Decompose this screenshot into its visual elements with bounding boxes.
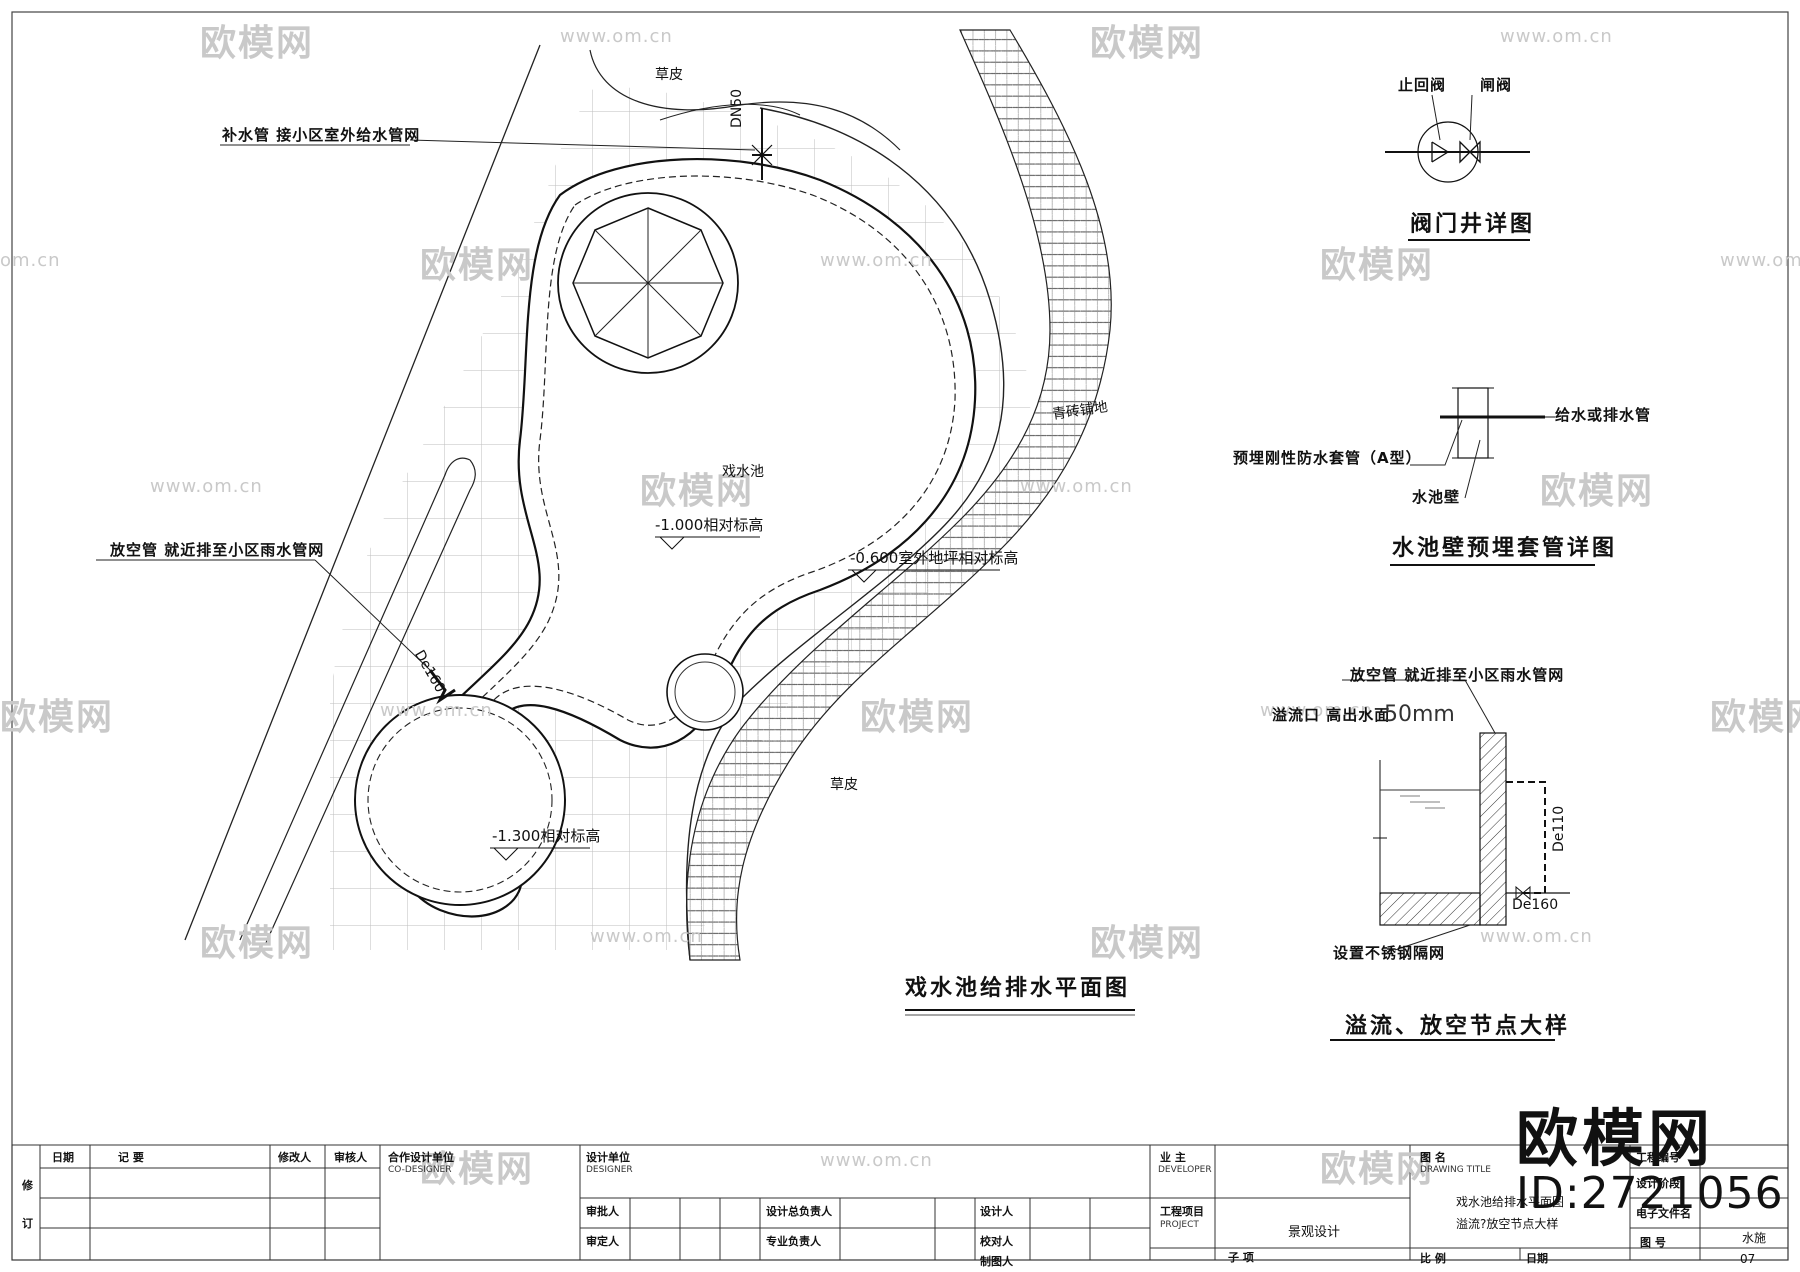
tb-discipline-lead: 专业负责人 <box>766 1235 821 1248</box>
tb-record: 记 要 <box>118 1151 144 1164</box>
de110-label: De110 <box>1551 805 1567 852</box>
tb-sheet-no: 07 <box>1740 1252 1756 1266</box>
elevation-label: -1.300相对标高 <box>492 827 601 845</box>
tb-date: 日期 <box>52 1151 74 1164</box>
drain-pipe-label: 放空管 就近排至小区雨水管网 <box>110 541 325 559</box>
pool-label: 戏水池 <box>722 464 764 480</box>
tb-designer-en: DESIGNER <box>586 1165 633 1175</box>
tb-scale: 比 例 <box>1420 1252 1446 1265</box>
tb-drawing-title-en: DRAWING TITLE <box>1420 1165 1491 1175</box>
makeup-pipe-label: 补水管 接小区室外给水管网 <box>222 126 421 144</box>
pipe-label: 给水或排水管 <box>1555 406 1652 424</box>
wall-label: 水池壁 <box>1412 488 1461 506</box>
overflow-detail-title: 溢流、放空节点大样 <box>1345 1014 1571 1039</box>
valve-well-detail <box>1385 94 1530 241</box>
tb-approver: 审批人 <box>586 1205 619 1218</box>
de160-label: De160 <box>1512 897 1559 913</box>
check-valve-label: 止回阀 <box>1398 76 1447 94</box>
tb-checked-by: 校对人 <box>980 1235 1013 1248</box>
tb-certifier: 审定人 <box>586 1235 619 1248</box>
dn50-label: DN50 <box>729 88 745 128</box>
overflow-drain-label: 放空管 就近排至小区雨水管网 <box>1350 666 1565 684</box>
tb-project: 工程项目 <box>1160 1205 1204 1218</box>
tb-owner: 业 主 <box>1160 1151 1186 1164</box>
overflow-detail <box>1330 679 1570 1041</box>
tb-reviewer: 审核人 <box>334 1151 367 1164</box>
revision-label: 订 <box>22 1217 33 1230</box>
revision-label: 修 <box>22 1179 33 1192</box>
tb-project-no: 工程编号 <box>1636 1151 1680 1164</box>
elevation-label: -1.000相对标高 <box>655 516 764 534</box>
sleeve-detail-title: 水池壁预埋套管详图 <box>1392 536 1618 561</box>
plan-title: 戏水池给排水平面图 <box>905 976 1131 1001</box>
title-block-lines <box>11 1144 1789 1261</box>
tb-date2: 日期 <box>1526 1252 1548 1265</box>
lawn-label: 草皮 <box>830 777 858 793</box>
tb-subitem: 子 项 <box>1228 1251 1254 1264</box>
brick-paving-band <box>685 29 1112 961</box>
tb-drawing-title-1: 戏水池给排水平面图 <box>1456 1195 1565 1209</box>
brand-id: ID:2721056 <box>1516 1168 1784 1219</box>
tb-project-en: PROJECT <box>1160 1220 1199 1230</box>
tb-modifier: 修改人 <box>278 1151 311 1164</box>
overflow-outlet-label: 溢流口 高出水面 <box>1272 706 1391 724</box>
mesh-label: 设置不锈钢隔网 <box>1333 944 1446 962</box>
overflow-height-label: 50mm <box>1384 702 1455 727</box>
tb-drawing-no: 图 号 <box>1640 1236 1666 1249</box>
tb-design-by: 设计人 <box>980 1205 1013 1218</box>
tb-stage: 设计阶段 <box>1636 1177 1680 1190</box>
tb-co-designer-en: CO-DESIGNER <box>388 1165 452 1175</box>
gate-valve-label: 闸阀 <box>1480 76 1513 94</box>
tb-project-value: 景观设计 <box>1288 1225 1341 1240</box>
valve-detail-title: 阀门井详图 <box>1410 212 1536 237</box>
pool-plan <box>96 29 1135 1016</box>
tb-elec-file: 电子文件名 <box>1636 1207 1691 1220</box>
tb-drawing-title-2: 溢流?放空节点大样 <box>1456 1217 1559 1231</box>
tb-owner-en: DEVELOPER <box>1158 1165 1212 1175</box>
brand-logo-text: 欧模网 <box>1516 1102 1715 1175</box>
tb-drawn-by: 制图人 <box>980 1255 1013 1268</box>
lawn-label: 草皮 <box>655 67 683 83</box>
tb-discipline: 水施 <box>1742 1231 1767 1245</box>
sleeve-label: 预埋刚性防水套管（A型） <box>1233 449 1422 467</box>
tb-co-designer: 合作设计单位 <box>388 1151 454 1164</box>
elevation-label: -0.600室外地坪相对标高 <box>850 549 1019 567</box>
tb-chief-designer: 设计总负责人 <box>766 1205 832 1218</box>
tb-drawing-title: 图 名 <box>1420 1151 1446 1164</box>
tb-designer: 设计单位 <box>586 1151 630 1164</box>
sleeve-detail <box>1390 387 1595 566</box>
